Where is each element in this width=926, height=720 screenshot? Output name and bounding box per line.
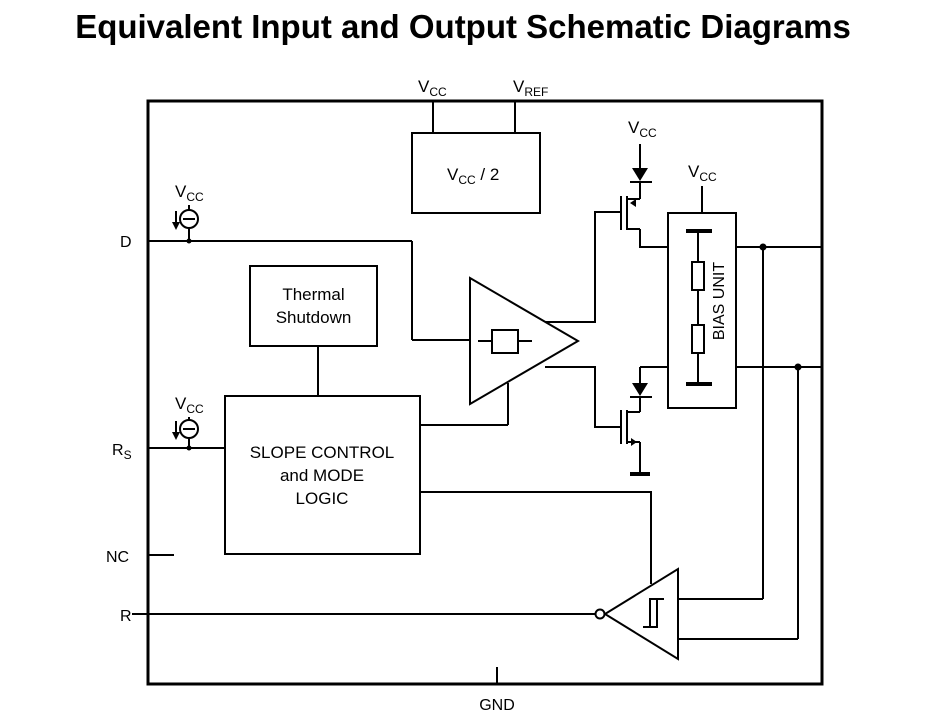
vcc-half-block — [411, 132, 541, 214]
pin-nc-label: NC — [106, 549, 129, 566]
logic-line1: SLOPE CONTROL — [250, 443, 395, 462]
bias-unit-block — [667, 212, 737, 409]
pin-d-label: D — [120, 234, 132, 251]
thermal-line2: Shutdown — [276, 308, 352, 327]
logic-line2: and MODE — [280, 466, 364, 485]
vref-top-label: VREF — [513, 77, 548, 99]
resistor-lower-icon — [691, 324, 705, 354]
inverter-bubble-icon — [594, 608, 606, 620]
arrow-down-icon — [172, 432, 180, 440]
receiver-comparator-icon — [603, 567, 679, 661]
diode-upper-icon — [632, 168, 648, 181]
slope-control-logic-block — [224, 395, 421, 555]
hysteresis-symbol-icon — [491, 329, 519, 354]
pin-rs-label: RS — [112, 442, 132, 462]
bias-unit-label: BIAS UNIT — [711, 262, 728, 340]
package-outline — [146, 99, 824, 686]
pmos-arrow-icon — [630, 199, 636, 207]
logic-line3: LOGIC — [296, 489, 349, 508]
thermal-shutdown-block — [249, 265, 378, 347]
page-title: Equivalent Input and Output Schematic Di… — [75, 8, 851, 45]
resistor-upper-icon — [691, 261, 705, 291]
vcc-rs-source-label: VCC — [175, 394, 204, 416]
diode-lower-icon — [632, 383, 648, 396]
thermal-line1: Thermal — [282, 285, 344, 304]
schmitt-trigger-icon — [643, 598, 657, 628]
nmos-arrow-icon — [631, 438, 637, 446]
vcc-half-label: VCC / 2 — [447, 165, 499, 187]
vcc-d-source-label: VCC — [175, 182, 204, 204]
vcc-bias-label: VCC — [688, 162, 717, 184]
vcc-top-label: VCC — [418, 77, 447, 99]
pin-gnd-label: GND — [479, 697, 515, 714]
arrow-down-icon — [172, 222, 180, 230]
pin-r-label: R — [120, 608, 132, 625]
vcc-upper-label: VCC — [628, 118, 657, 140]
